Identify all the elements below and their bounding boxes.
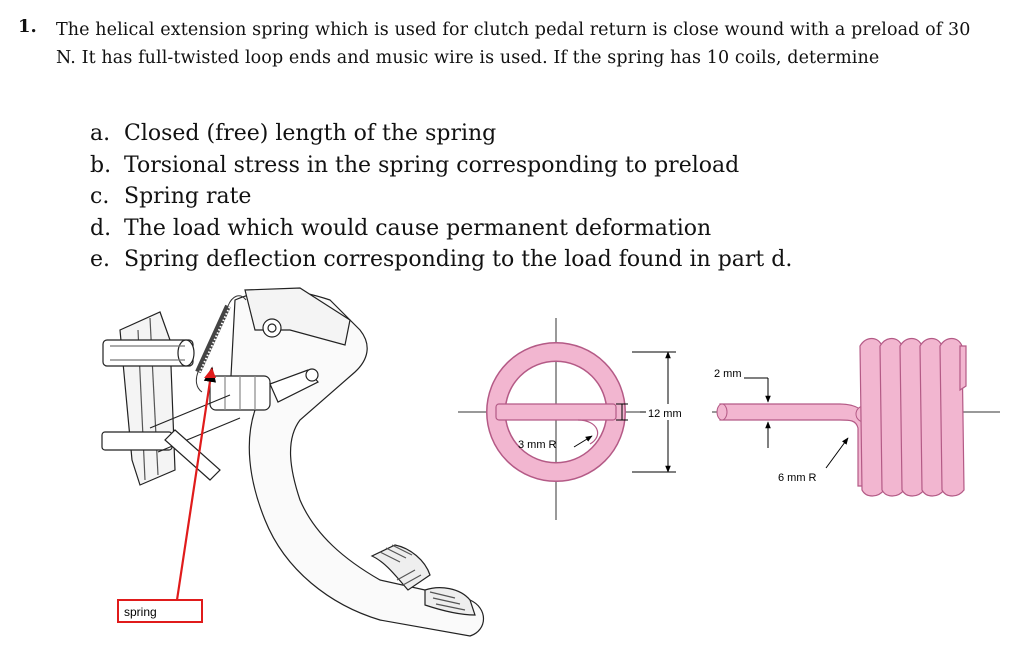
spring-callout: spring: [117, 366, 217, 623]
clutch-pedal-assembly: [101, 287, 485, 637]
callout-label: spring: [124, 605, 157, 619]
part-text: Torsional stress in the spring correspon…: [124, 152, 740, 178]
part-label: c.: [90, 184, 110, 209]
part-c: c. Spring rate: [90, 181, 792, 213]
problem-number: 1.: [18, 16, 37, 37]
callout-box: [117, 599, 203, 623]
callout-arrow: [175, 366, 217, 601]
dim-bend-small-label: 3 mm R: [518, 439, 557, 451]
part-a: a. Closed (free) length of the spring: [90, 118, 792, 150]
spring-coils: [859, 337, 967, 497]
part-b: b. Torsional stress in the spring corresp…: [90, 150, 792, 182]
part-text: Spring rate: [124, 184, 252, 209]
part-label: b.: [90, 152, 112, 178]
dim-bend-large-label: 6 mm R: [778, 472, 817, 484]
part-text: Spring deflection corresponding to the l…: [124, 247, 793, 272]
loop-end-view: 12 mm 3 mm R: [458, 318, 1000, 520]
part-label: d.: [90, 215, 112, 241]
spring-side-view: 2 mm 6 mm R: [714, 337, 967, 497]
dim-loop-label: 12 mm: [648, 408, 682, 420]
part-text: The load which would cause permanent def…: [124, 215, 712, 241]
parts-list: a. Closed (free) length of the spring b. T…: [90, 118, 792, 276]
part-label: a.: [90, 121, 111, 146]
part-d: d. The load which would cause permanent d…: [90, 213, 792, 245]
dim-wire-label: 2 mm: [714, 368, 742, 380]
problem-statement: The helical extension spring which is us…: [56, 20, 971, 68]
part-label: e.: [90, 247, 111, 272]
part-e: e. Spring deflection corresponding to the…: [90, 244, 792, 276]
part-text: Closed (free) length of the spring: [124, 121, 497, 146]
